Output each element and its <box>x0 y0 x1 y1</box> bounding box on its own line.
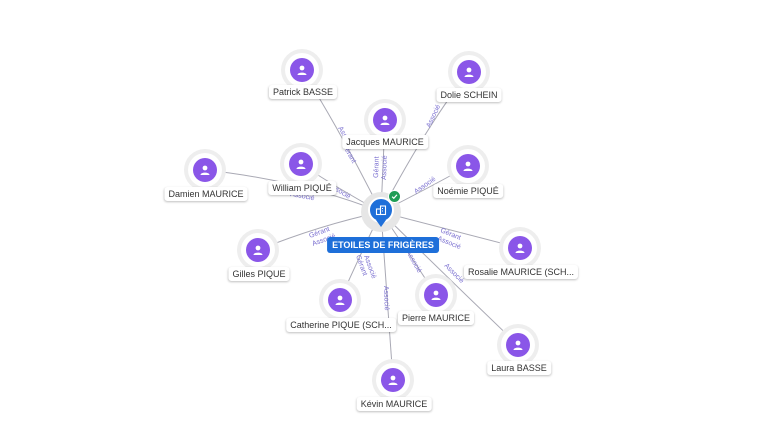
person-node-dolie-schein[interactable] <box>452 55 486 89</box>
company-node[interactable] <box>361 190 401 232</box>
check-icon <box>388 190 401 203</box>
person-node-jacques-maurice[interactable] <box>368 103 402 137</box>
person-icon <box>463 161 473 171</box>
person-icon <box>296 159 306 169</box>
person-node-william-pique[interactable] <box>284 147 318 181</box>
edge-label: Associé <box>382 286 390 311</box>
edge-label: Associé <box>290 191 315 202</box>
person-label[interactable]: Gilles PIQUE <box>228 267 290 281</box>
building-icon <box>375 205 387 216</box>
person-label[interactable]: Catherine PIQUE (SCH... <box>286 318 396 332</box>
person-icon <box>513 340 523 350</box>
person-node-pierre-maurice[interactable] <box>419 278 453 312</box>
person-node-rosalie-maurice[interactable] <box>503 231 537 265</box>
person-label[interactable]: Damien MAURICE <box>164 187 248 201</box>
company-label[interactable]: ETOILES DE FRIGÈRES <box>327 237 439 253</box>
person-icon <box>200 165 210 175</box>
person-label[interactable]: Noémie PIQUÉ <box>433 184 503 198</box>
person-node-catherine-pique[interactable] <box>323 283 357 317</box>
edge-label: Associé <box>425 104 442 129</box>
person-icon <box>388 375 398 385</box>
person-label[interactable]: Pierre MAURICE <box>397 311 475 325</box>
person-node-noemie-pique[interactable] <box>451 149 485 183</box>
person-node-laura-basse[interactable] <box>501 328 535 362</box>
person-label[interactable]: Dolie SCHEIN <box>436 88 502 102</box>
person-icon <box>464 67 474 77</box>
person-icon <box>431 290 441 300</box>
person-icon <box>253 245 263 255</box>
person-icon <box>380 115 390 125</box>
person-icon <box>335 295 345 305</box>
person-label[interactable]: Kévin MAURICE <box>356 397 432 411</box>
person-label[interactable]: Rosalie MAURICE (SCH... <box>463 265 579 279</box>
person-icon <box>297 65 307 75</box>
person-node-damien-maurice[interactable] <box>188 153 222 187</box>
edge-label: Associé <box>381 155 389 180</box>
person-label[interactable]: Laura BASSE <box>487 361 551 375</box>
person-node-patrick-basse[interactable] <box>285 53 319 87</box>
person-icon <box>515 243 525 253</box>
person-label[interactable]: Jacques MAURICE <box>342 135 428 149</box>
person-label[interactable]: William PIQUÉ <box>268 181 336 195</box>
person-node-kevin-maurice[interactable] <box>376 363 410 397</box>
company-pin-tip <box>376 220 386 227</box>
edge-label: Gérant <box>373 156 381 178</box>
edge-laura-basse <box>380 211 519 346</box>
person-node-gilles-pique[interactable] <box>241 233 275 267</box>
person-label[interactable]: Patrick BASSE <box>268 85 338 99</box>
edge-label: Associé <box>404 250 422 275</box>
